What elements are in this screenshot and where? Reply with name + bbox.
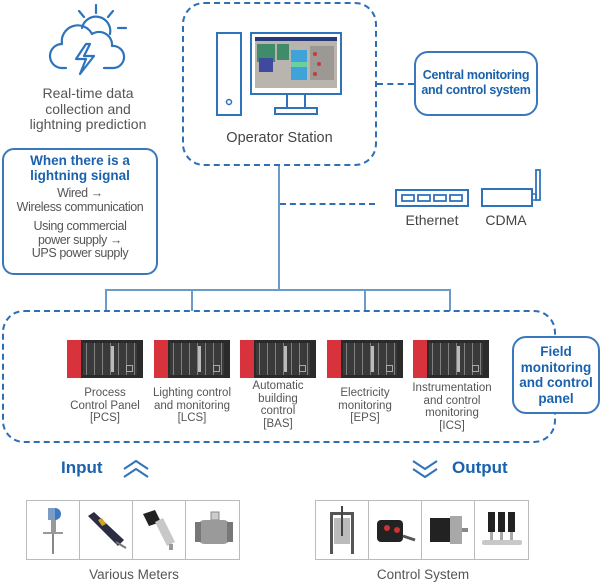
bas-panel-image xyxy=(240,340,316,378)
output-heading: Output xyxy=(452,458,508,477)
input-caption: Various Meters xyxy=(89,567,179,582)
field-line: panel xyxy=(538,390,574,406)
bus-line xyxy=(105,289,451,291)
bus-drop xyxy=(191,289,193,311)
servo-motor-image xyxy=(422,501,475,559)
label-line: Control Panel xyxy=(70,399,140,412)
weather-caption-line: Real-time data xyxy=(42,85,134,101)
wired-note: Wired → Wireless communication xyxy=(4,186,156,214)
output-caption: Control System xyxy=(376,567,470,582)
bus-drop xyxy=(449,289,451,311)
label-line: Instrumentation xyxy=(412,382,492,394)
input-heading: Input xyxy=(61,458,103,477)
field-monitoring-box: Field monitoring and control panel xyxy=(512,336,600,414)
radar-level-meter-image xyxy=(27,501,80,559)
power-note: Using commercial power supply → UPS powe… xyxy=(4,219,156,261)
label-line: Electricity xyxy=(340,387,390,399)
label-line: [EPS] xyxy=(350,412,380,424)
bus-drop xyxy=(364,289,366,311)
label-line: Lighting control xyxy=(153,387,231,399)
label-line: control xyxy=(260,405,296,417)
trunk-line xyxy=(278,166,280,290)
ethernet-switch-icon xyxy=(395,189,469,212)
label-line: [BAS] xyxy=(263,417,293,430)
sluice-gate-image xyxy=(316,501,369,559)
central-line: and control system xyxy=(421,83,531,97)
bus-drop xyxy=(105,289,107,311)
title-line: When there is a xyxy=(30,153,130,168)
field-line: and control xyxy=(519,375,593,390)
input-device-strip xyxy=(26,500,240,560)
lightning-signal-title: When there is a lightning signal xyxy=(4,153,156,183)
bas-label: Automatic building control [BAS] xyxy=(232,380,324,430)
cdma-label: CDMA xyxy=(485,212,527,228)
lcs-panel-image xyxy=(154,340,230,378)
cloud-lightning-sun-icon xyxy=(42,2,134,84)
label-line: Process xyxy=(84,387,126,399)
central-connector xyxy=(377,83,414,85)
weather-caption-line: collection and xyxy=(45,100,131,117)
label-line: Automatic xyxy=(252,380,304,392)
flow-meter-image xyxy=(186,501,239,559)
weather-caption: Real-time data collection and lightning … xyxy=(0,85,176,133)
title-line: lightning signal xyxy=(30,168,130,183)
network-connector xyxy=(280,203,375,205)
label-line: and monitoring xyxy=(153,399,231,412)
pressure-transmitter-image xyxy=(133,501,186,559)
ethernet-label: Ethernet xyxy=(405,212,459,228)
field-line: Field xyxy=(540,344,572,359)
label-line: [PCS] xyxy=(89,412,121,424)
label-line: monitoring xyxy=(338,399,392,412)
field-line: monitoring xyxy=(520,359,592,375)
note-line: Using commercial xyxy=(33,219,127,233)
ics-label: Instrumentation and control monitoring [… xyxy=(405,382,499,432)
operator-station-group xyxy=(182,2,377,166)
lightning-signal-box: When there is a lightning signal Wired →… xyxy=(2,148,158,275)
double-chevron-up-icon xyxy=(122,459,150,484)
pcs-label: Process Control Panel [PCS] xyxy=(59,387,151,425)
pcs-panel-image xyxy=(67,340,143,378)
label-line: [ICS] xyxy=(439,419,465,432)
note-line: UPS power supply xyxy=(31,246,129,260)
weather-caption-line: lightning prediction xyxy=(29,116,147,132)
eps-panel-image xyxy=(327,340,403,378)
valve-actuator-image xyxy=(369,501,422,559)
lcs-label: Lighting control and monitoring [LCS] xyxy=(146,387,238,425)
eps-label: Electricity monitoring [EPS] xyxy=(319,387,411,425)
cdma-modem-icon xyxy=(481,168,547,213)
operator-station-label: Operator Station xyxy=(226,130,333,146)
label-line: building xyxy=(258,392,298,405)
note-line: Wireless communication xyxy=(16,199,144,214)
computer-workstation-icon xyxy=(215,32,345,117)
label-line: [LCS] xyxy=(177,412,207,424)
booster-pump-set-image xyxy=(475,501,528,559)
central-monitoring-box: Central monitoring and control system xyxy=(414,51,538,116)
label-line: and control xyxy=(423,394,481,407)
central-line: Central monitoring xyxy=(422,68,530,82)
output-device-strip xyxy=(315,500,529,560)
double-chevron-down-icon xyxy=(411,459,439,484)
label-line: monitoring xyxy=(425,407,479,419)
note-line: power supply → xyxy=(37,232,123,247)
ics-panel-image xyxy=(413,340,489,378)
submersible-sensor-image xyxy=(80,501,133,559)
note-line: Wired → xyxy=(57,186,103,200)
